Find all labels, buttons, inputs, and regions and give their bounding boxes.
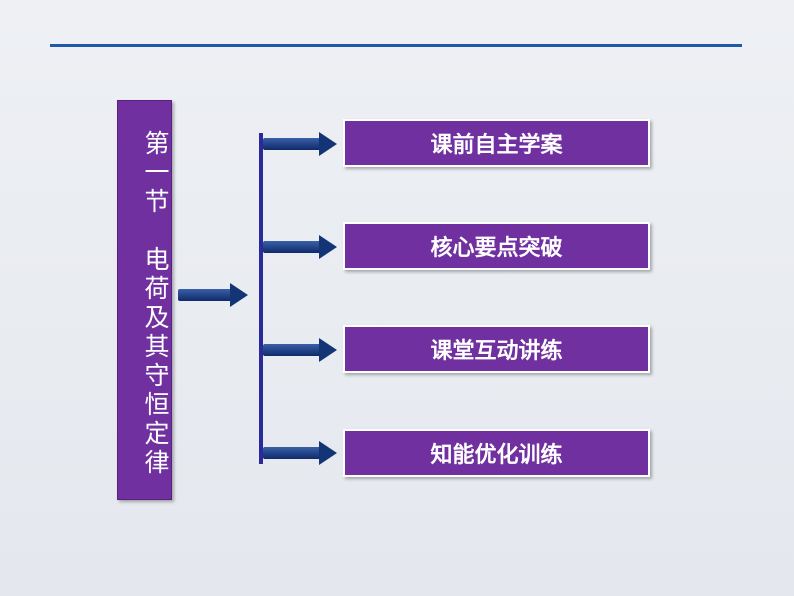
link-practice[interactable]: 知能优化训练 [343, 429, 650, 477]
link-class-interaction[interactable]: 课堂互动讲练 [343, 325, 650, 373]
section-title: 第一节 电荷及其守恒定律 [117, 100, 172, 500]
bracket-line [259, 133, 263, 464]
arrow-icon [178, 283, 248, 307]
arrow-icon [263, 338, 337, 362]
link-pre-class-study[interactable]: 课前自主学案 [343, 119, 650, 167]
arrow-icon [263, 441, 337, 465]
arrow-icon [263, 132, 337, 156]
link-key-points[interactable]: 核心要点突破 [343, 222, 650, 270]
arrow-icon [263, 235, 337, 259]
title-divider [50, 44, 742, 47]
